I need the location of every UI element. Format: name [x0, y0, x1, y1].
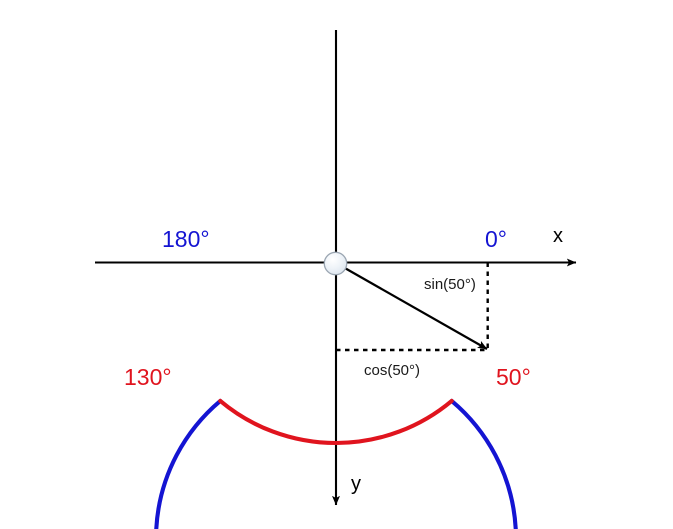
origin-point[interactable]: [323, 251, 348, 276]
x-axis-label: x: [553, 225, 563, 247]
y-axis-label: y: [351, 473, 361, 495]
angle-label-0: 0°: [485, 226, 507, 252]
circle-arc-blue: [154, 398, 518, 529]
sin-projection-label: sin(50°): [424, 276, 476, 293]
cos-projection-label: cos(50°): [364, 362, 421, 379]
angle-label-180: 180°: [162, 226, 210, 252]
angle-label-50: 50°: [496, 364, 531, 390]
angle-label-130: 130°: [124, 364, 172, 390]
angle-vector-50deg: [335, 262, 488, 350]
circle-arc-red: [218, 398, 454, 445]
